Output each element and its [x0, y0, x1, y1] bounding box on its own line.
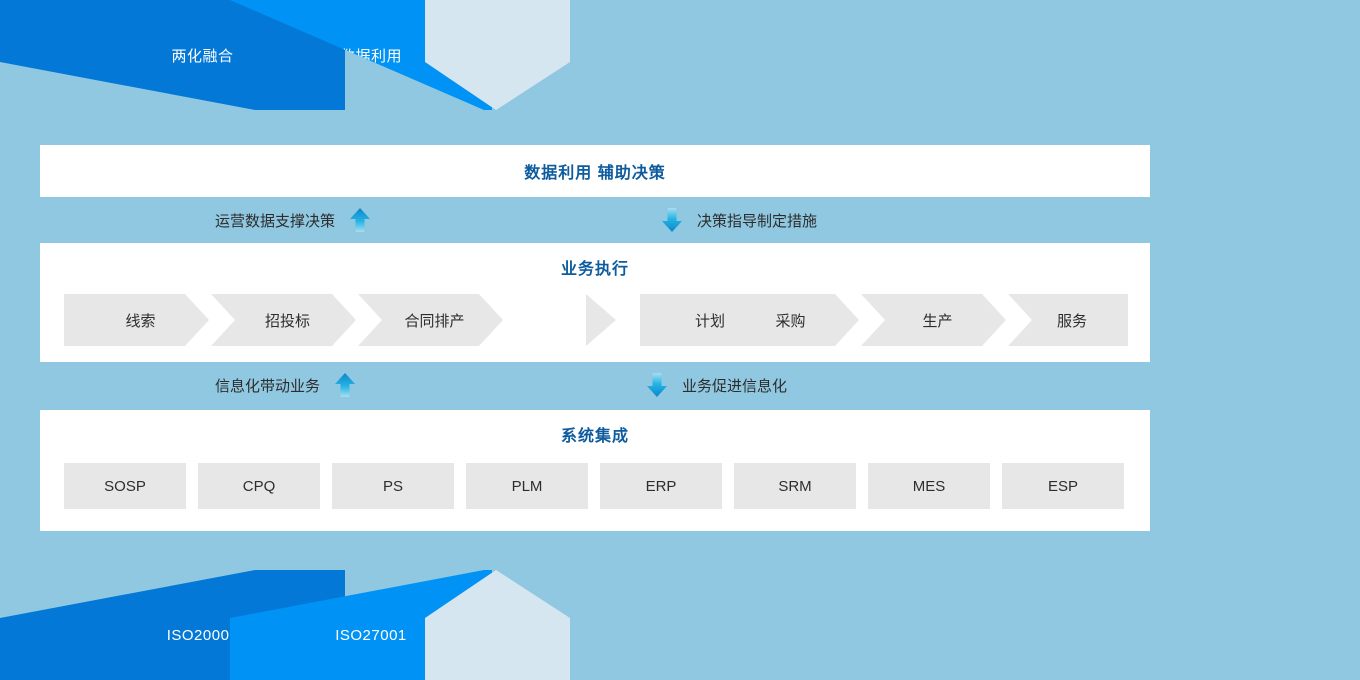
flow-step-contract-label: 合同排产 — [404, 312, 465, 330]
system-chip-plm[interactable]: PLM — [466, 463, 588, 509]
system-chip-mes[interactable]: MES — [868, 463, 990, 509]
system-chip-plm-label: PLM — [511, 477, 543, 495]
system-chip-cpq[interactable]: CPQ — [198, 463, 320, 509]
flow-step-contract[interactable]: 合同排产 — [358, 294, 503, 346]
decision-panel: 数据利用 辅助决策 — [40, 145, 1150, 197]
bottom-band-iso27001-label: ISO27001 — [335, 626, 407, 644]
exchange-row-decision: 运营数据支撑决策 — [40, 197, 1150, 243]
system-chip-srm[interactable]: SRM — [734, 463, 856, 509]
bottom-band-iso20000-label: ISO20000 — [166, 626, 239, 644]
top-band-integration-label: 两化融合 — [171, 47, 234, 65]
system-chip-esp-label: ESP — [1047, 477, 1078, 495]
system-chip-erp-label: ERP — [645, 477, 677, 495]
flow-step-production[interactable]: 生产 — [861, 294, 1006, 346]
exchange-top-left: 运营数据支撑决策 — [215, 206, 371, 234]
exchange-mid-left: 信息化带动业务 — [215, 371, 356, 399]
flow-step-lead[interactable]: 线索 — [64, 294, 209, 346]
flow-step-lead-label: 线索 — [125, 312, 156, 330]
systems-list: SOSP CPQ PS PLM ERP SRM MES ESP — [40, 463, 1150, 509]
arrow-down-icon — [661, 206, 683, 234]
business-panel: 业务执行 线索 招投标 合同排产 计划 采购 生产 服务 — [40, 243, 1150, 362]
exchange-mid-right: 业务促进信息化 — [646, 371, 787, 399]
system-chip-sosp-label: SOSP — [104, 477, 146, 495]
exchange-mid-right-label: 业务促进信息化 — [682, 377, 788, 395]
bottom-banner: ISO20000 ISO27001 — [0, 570, 1360, 680]
system-chip-ps-label: PS — [382, 477, 403, 495]
arrow-up-icon — [334, 371, 356, 399]
arrow-head-icon — [586, 294, 616, 346]
flow-step-service[interactable]: 服务 — [1008, 294, 1128, 346]
systems-panel-title: 系统集成 — [560, 428, 629, 445]
flow-step-purchase-label: 采购 — [775, 312, 806, 330]
business-panel-title: 业务执行 — [560, 261, 629, 278]
flow-step-bidding-label: 招投标 — [264, 312, 310, 330]
top-banner: 两化融合 数据利用 — [0, 0, 1360, 110]
arrow-down-icon — [646, 371, 668, 399]
system-chip-erp[interactable]: ERP — [600, 463, 722, 509]
exchange-top-right: 决策指导制定措施 — [661, 206, 817, 234]
business-flow: 线索 招投标 合同排产 计划 采购 生产 服务 — [40, 294, 1150, 346]
system-chip-srm-label: SRM — [778, 477, 812, 495]
system-chip-mes-label: MES — [912, 477, 946, 495]
flow-step-production-label: 生产 — [922, 312, 953, 330]
flow-step-bidding[interactable]: 招投标 — [211, 294, 356, 346]
systems-panel: 系统集成 SOSP CPQ PS PLM ERP SRM MES — [40, 410, 1150, 531]
flow-step-purchase[interactable]: 采购 — [714, 294, 859, 346]
flow-step-plan-label: 计划 — [694, 312, 725, 330]
system-chip-cpq-label: CPQ — [242, 477, 276, 495]
system-chip-ps[interactable]: PS — [332, 463, 454, 509]
exchange-top-left-label: 运营数据支撑决策 — [215, 212, 336, 230]
exchange-top-right-label: 决策指导制定措施 — [697, 212, 818, 230]
system-chip-esp[interactable]: ESP — [1002, 463, 1124, 509]
arrow-up-icon — [349, 206, 371, 234]
exchange-mid-left-label: 信息化带动业务 — [215, 377, 321, 395]
top-band-data-usage-label: 数据利用 — [339, 47, 402, 65]
flow-step-service-label: 服务 — [1056, 312, 1087, 330]
exchange-row-systems: 信息化带动业务 — [40, 362, 1150, 408]
system-chip-sosp[interactable]: SOSP — [64, 463, 186, 509]
decision-panel-title: 数据利用 辅助决策 — [524, 165, 666, 182]
